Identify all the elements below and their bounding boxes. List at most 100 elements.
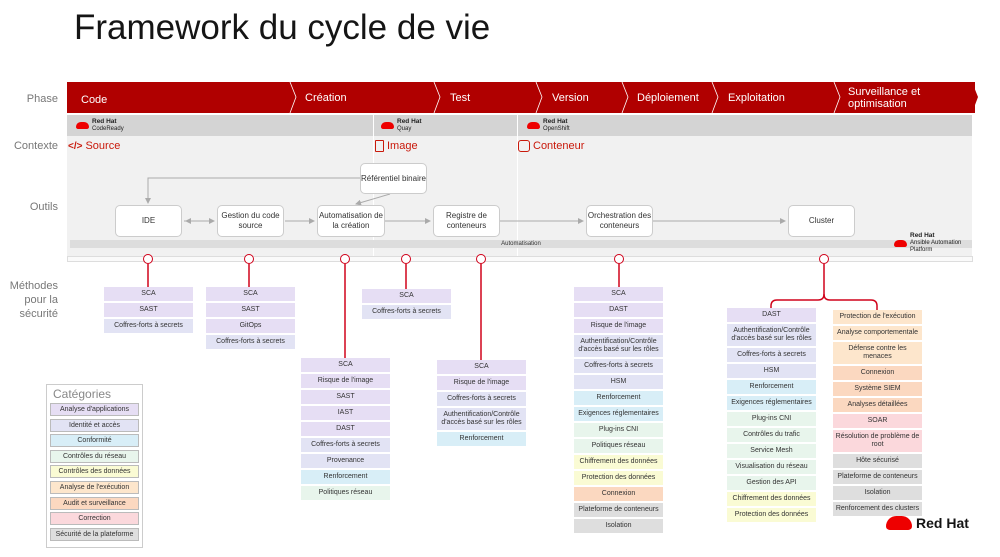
security-method-id: Provenance [301, 454, 390, 468]
security-method-exec: Analyse comportementale [833, 326, 922, 340]
row-label-methodes: Méthodes pour la sécurité [9, 280, 58, 320]
security-method-id: Authentification/Contrôle d'accès basé s… [437, 408, 526, 430]
redhat-hat-icon [527, 122, 540, 129]
security-method-net: Plug-ins CNI [574, 423, 663, 437]
legend-item-id: Identité et accès [50, 418, 139, 432]
legend-item-plat: Sécurité de la plateforme [50, 527, 139, 541]
security-method-data: Protection des données [727, 508, 816, 522]
security-method-app: SCA [574, 287, 663, 301]
phase-surveillance: Surveillance et optimisation [848, 85, 921, 110]
security-method-id: HSM [574, 375, 663, 389]
phase-deploiement: Déploiement [637, 91, 699, 104]
security-method-app: SAST [104, 303, 193, 317]
timeline-node [476, 254, 486, 264]
security-method-id: Coffres-forts à secrets [362, 305, 451, 319]
container-icon [518, 140, 530, 152]
security-method-audit: Connexion [833, 366, 922, 380]
security-method-exec: Défense contre les menaces [833, 342, 922, 364]
redhat-hat-icon [886, 516, 912, 530]
timeline [67, 256, 973, 262]
context-conteneur: Conteneur [518, 140, 584, 152]
security-method-exec: Protection de l'exécution [833, 310, 922, 324]
security-method-conf: Exigences réglementaires [727, 396, 816, 410]
legend-item-net: Contrôles du réseau [50, 449, 139, 463]
row-label-phase: Phase [26, 93, 58, 105]
phase-creation: Création [305, 91, 347, 104]
security-method-id: Coffres-forts à secrets [301, 438, 390, 452]
timeline-node [401, 254, 411, 264]
security-method-net: Service Mesh [727, 444, 816, 458]
context-image: Image [375, 140, 418, 152]
security-method-plat: Renforcement des clusters [833, 502, 922, 516]
row-label-outils: Outils [29, 201, 58, 213]
phase-code: Code [81, 93, 108, 106]
legend-item-audit: Audit et surveillance [50, 496, 139, 510]
code-icon: </> [68, 140, 83, 152]
security-method-app: IAST [301, 406, 390, 420]
security-method-net: Contrôles du trafic [727, 428, 816, 442]
security-method-net: Politiques réseau [301, 486, 390, 500]
redhat-hat-icon [76, 122, 89, 129]
tool-registre-conteneurs: Registre de conteneurs [433, 205, 500, 237]
legend-item-exec: Analyse de l'exécution [50, 480, 139, 494]
security-method-conf: Renforcement [574, 391, 663, 405]
timeline-node [614, 254, 624, 264]
security-method-net: Plug-ins CNI [727, 412, 816, 426]
security-method-conf: Renforcement [727, 380, 816, 394]
security-method-id: Coffres-forts à secrets [574, 359, 663, 373]
security-method-id: HSM [727, 364, 816, 378]
product-strip [67, 115, 972, 136]
security-method-id: Authentification/Contrôle d'accès basé s… [727, 324, 816, 346]
tool-connectors [145, 177, 786, 224]
timeline-node [143, 254, 153, 264]
security-method-conf: Renforcement [437, 432, 526, 446]
timeline-node [340, 254, 350, 264]
security-method-app: SCA [362, 289, 451, 303]
redhat-hat-icon [381, 122, 394, 129]
security-method-corr: Résolution de problème de root [833, 430, 922, 452]
security-method-app: Risque de l'image [437, 376, 526, 390]
security-method-net: Visualisation du réseau [727, 460, 816, 474]
security-method-app: SCA [301, 358, 390, 372]
redhat-hat-icon [894, 239, 907, 247]
phase-arrow-tip [972, 82, 978, 113]
legend-item-app: Analyse d'applications [50, 403, 139, 416]
security-method-plat: Hôte sécurisé [833, 454, 922, 468]
security-method-net: Gestion des API [727, 476, 816, 490]
security-method-id: Coffres-forts à secrets [206, 335, 295, 349]
security-method-plat: Isolation [833, 486, 922, 500]
tool-orchestration: Orchestration des conteneurs [586, 205, 653, 237]
security-method-app: SAST [206, 303, 295, 317]
security-method-id: Coffres-forts à secrets [727, 348, 816, 362]
legend-item-conf: Conformité [50, 434, 139, 448]
security-method-app: SCA [104, 287, 193, 301]
security-method-app: DAST [574, 303, 663, 317]
legend-item-corr: Correction [50, 512, 139, 526]
page-title: Framework du cycle de vie [74, 8, 491, 47]
security-method-net: Politiques réseau [574, 439, 663, 453]
timeline-node [244, 254, 254, 264]
tool-referentiel-binaire: Référentiel binaire [360, 163, 427, 194]
row-label-contexte: Contexte [13, 140, 58, 152]
security-method-data: Chiffrement des données [574, 455, 663, 469]
automation-strip: Automatisation [70, 240, 972, 248]
security-method-audit: Connexion [574, 487, 663, 501]
security-method-app: SCA [206, 287, 295, 301]
security-method-app: SAST [301, 390, 390, 404]
security-method-conf: Exigences réglementaires [574, 407, 663, 421]
phase-test: Test [450, 91, 471, 104]
timeline-node [819, 254, 829, 264]
security-method-app: DAST [727, 308, 816, 322]
phase-exploitation: Exploitation [728, 91, 785, 104]
security-method-app: SCA [437, 360, 526, 374]
document-icon [375, 140, 384, 152]
